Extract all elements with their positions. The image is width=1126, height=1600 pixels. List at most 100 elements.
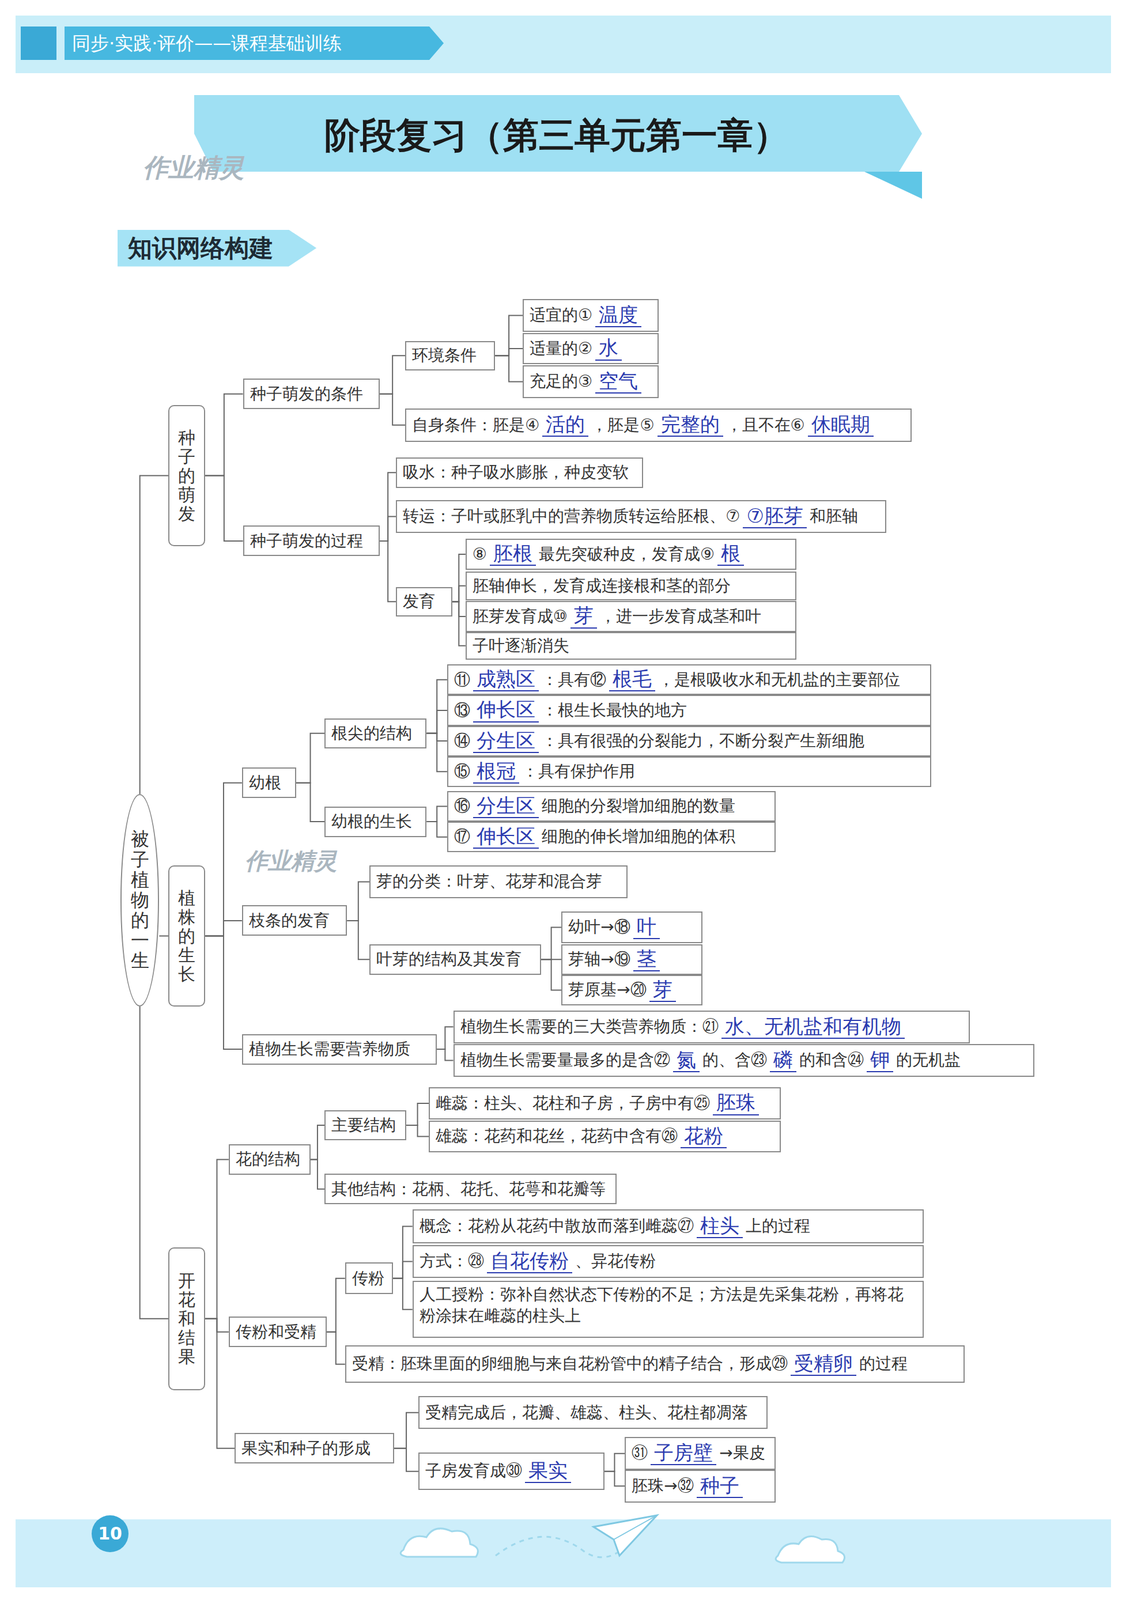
leaf-box: 受精完成后，花瓣、雄蕊、柱头、花柱都凋落: [418, 1396, 768, 1430]
leaf-box: ⑯分生区细胞的分裂增加细胞的数量: [447, 791, 776, 822]
answer-text: 休眠期: [807, 413, 874, 437]
node-text: ：根生长最快的地方: [541, 700, 687, 721]
node-text: ⑪: [454, 669, 471, 691]
node-text: 传粉: [352, 1268, 385, 1290]
node-text: 胚芽发育成⑩: [472, 606, 568, 627]
section-tag: 知识网络构建: [117, 229, 317, 267]
node-text: 受精：胚珠里面的卵细胞与来自花粉管中的精子结合，形成㉙: [352, 1353, 788, 1375]
tree-connector: [541, 927, 562, 960]
leaf-box: 幼叶→⑱叶: [561, 911, 702, 944]
branch-box: 植物生长需要营养物质: [242, 1034, 437, 1065]
node-text: 发育: [402, 591, 436, 612]
answer-text: 种子: [696, 1474, 743, 1499]
leaf-box: 胚芽发育成⑩芽，进一步发育成茎和叶: [465, 601, 797, 632]
leaf-box: 芽原基→⑳芽: [561, 975, 702, 1006]
answer-text: 根: [717, 542, 744, 566]
answer-text: 完整的: [657, 413, 724, 437]
node-text: 上的过程: [745, 1215, 811, 1237]
branch-box: 花的结构: [228, 1144, 311, 1175]
node-text: ⑬: [454, 700, 471, 721]
node-text: ⑰: [454, 826, 471, 848]
answer-text: 根冠: [473, 760, 520, 784]
node-text: 转运：子叶或胚乳中的营养物质转运给胚根、⑦: [402, 505, 740, 527]
node-text: 自身条件：胚是④: [412, 414, 540, 436]
node-text: 的和含㉔: [799, 1049, 864, 1071]
tree-connector: [346, 882, 370, 921]
node-text: 植物生长需要营养物质: [248, 1038, 411, 1060]
page-title: 阶段复习（第三单元第一章）: [324, 111, 789, 160]
branch-box: 幼根的生长: [324, 806, 427, 838]
answer-text: 茎: [633, 947, 660, 972]
leaf-box: 吸水：种子吸水膨胀，种皮变软: [395, 457, 644, 489]
page-number: 10: [92, 1522, 128, 1546]
leaf-box: 概念：花粉从花药中散放而落到雌蕊㉗柱头上的过程: [412, 1209, 925, 1243]
answer-text: 胚珠: [712, 1091, 759, 1116]
node-text: 方式：㉘: [419, 1251, 485, 1272]
branch-box: 根尖的结构: [324, 718, 427, 748]
leaf-box: 方式：㉘自花传粉、异花传粉: [412, 1245, 925, 1279]
node-text: ㉛: [631, 1442, 648, 1464]
node-text: 幼根的生长: [331, 811, 413, 833]
node-text: 其他结构：花柄、花托、花萼和花瓣等: [331, 1179, 606, 1200]
tree-connector: [495, 315, 523, 356]
answer-text: 活的: [542, 413, 589, 437]
answer-text: 芽: [570, 604, 597, 629]
tree-connector: [604, 1453, 625, 1472]
tree-connector: [346, 920, 370, 960]
leaf-box: ⑧胚根最先突破种皮，发育成⑨根: [465, 538, 797, 570]
node-text: 的无机盐: [896, 1049, 961, 1071]
leaf-box: 芽的分类：叶芽、花芽和混合芽: [369, 865, 628, 899]
watermark: 作业精灵: [244, 847, 338, 875]
tree-connector: [379, 355, 406, 394]
leaf-box: 适宜的①温度: [522, 299, 659, 332]
node-text: 适量的②: [529, 338, 593, 360]
node-text: 芽轴→⑲: [568, 949, 630, 970]
node-text: →果皮: [719, 1442, 765, 1464]
tree-connector: [205, 475, 244, 542]
answer-text: 分生区: [473, 794, 539, 819]
node-text: 幼叶→⑱: [568, 916, 630, 938]
answer-text: 叶: [633, 915, 660, 940]
tree-connector: [379, 472, 396, 542]
tree-connector: [394, 1412, 419, 1449]
answer-text: 水、无机盐和有机物: [721, 1015, 905, 1039]
branch-box: 发育: [395, 587, 452, 617]
answer-text: ⑦胚芽: [742, 504, 807, 529]
answer-text: 磷: [769, 1048, 797, 1073]
answer-text: 伸长区: [473, 698, 539, 723]
node-text: 芽的分类：叶芽、花芽和混合芽: [376, 871, 603, 893]
branch-box: 叶芽的结构及其发育: [369, 944, 542, 976]
leaf-box: ⑬伸长区：根生长最快的地方: [447, 694, 932, 726]
node-text: 的过程: [859, 1353, 908, 1375]
title-banner: 阶段复习（第三单元第一章）: [194, 96, 920, 174]
node-text: ⑭: [454, 730, 471, 752]
tree-connector: [205, 394, 244, 476]
node-text: 被子植物的一生: [130, 829, 150, 971]
node-text: 受精完成后，花瓣、雄蕊、柱头、花柱都凋落: [425, 1402, 748, 1424]
tree-connector: [426, 821, 447, 838]
answer-text: 花粉: [680, 1124, 727, 1149]
node-text: 种子的萌发: [178, 428, 196, 524]
answer-text: 根毛: [609, 667, 656, 692]
node-text: 根尖的结构: [331, 723, 413, 744]
branch-box: 主要结构: [324, 1110, 407, 1140]
tree-connector: [426, 733, 447, 772]
header-tag: [64, 26, 444, 60]
leaf-box: 胚轴伸长，发育成连接根和茎的部分: [465, 571, 797, 601]
leaf-box: ㉛子房壁→果皮: [624, 1437, 776, 1471]
paper-plane: [593, 1515, 657, 1556]
node-text: ，进一步发育成茎和叶: [599, 606, 762, 627]
branch-box: 种子萌发的过程: [243, 525, 380, 557]
title-ribbon: [194, 95, 923, 172]
leaf-box: 受精：胚珠里面的卵细胞与来自花粉管中的精子结合，形成㉙受精卵的过程: [345, 1345, 965, 1384]
tree-connector: [310, 1159, 326, 1189]
node-text: 主要结构: [331, 1115, 396, 1136]
root-oval: 被子植物的一生: [120, 794, 160, 1007]
branch-box: 子房发育成㉚果实: [418, 1452, 604, 1491]
tree-connector: [436, 1026, 453, 1050]
node-text: 适宜的①: [529, 304, 593, 326]
answer-text: 钾: [866, 1048, 894, 1073]
node-text: 子房发育成㉚: [425, 1460, 523, 1482]
answer-text: 分生区: [473, 729, 539, 754]
